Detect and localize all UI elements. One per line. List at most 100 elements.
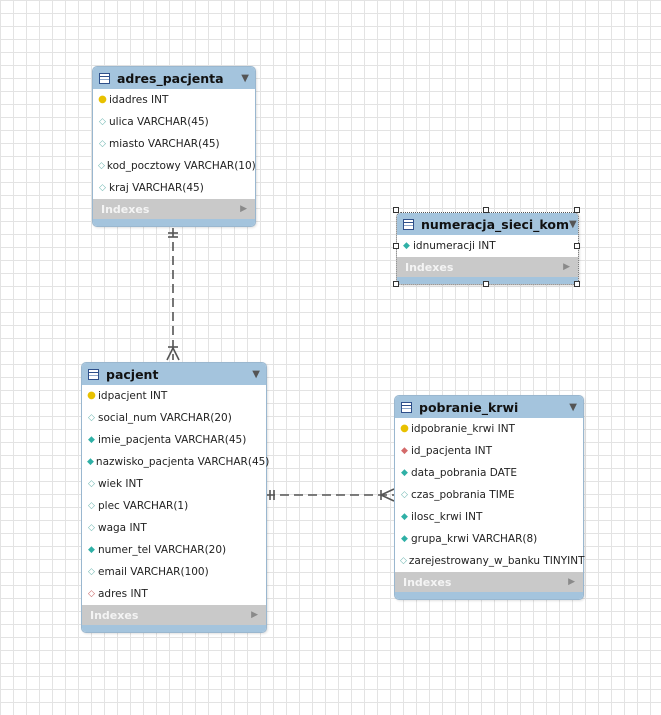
column-label: zarejestrowany_w_banku TINYINT [408,555,585,567]
column-row[interactable]: ●idadres INT [93,89,255,111]
foreign-key-icon: ◆ [401,445,408,456]
resize-handle-ne[interactable] [574,207,580,213]
column-row[interactable]: ●idpacjent INT [82,385,266,407]
column-label: nazwisko_pacjenta VARCHAR(45) [95,456,270,468]
column-label: idadres INT [109,94,169,106]
column-diamond-filled-icon: ◆ [88,434,95,445]
column-row[interactable]: ◆data_pobrania DATE [395,462,583,484]
table-icon [88,368,99,380]
column-row[interactable]: ◇wiek INT [82,473,266,495]
relationship-adres-pacjent[interactable] [166,228,180,361]
table-icon [403,218,414,230]
column-label: numer_tel VARCHAR(20) [98,544,227,556]
table-name: adres_pacjenta [117,70,224,86]
column-list: ◆idnumeracji INT [397,235,578,257]
column-row[interactable]: ●idpobranie_krwi INT [395,418,583,440]
column-row[interactable]: ◆numer_tel VARCHAR(20) [82,539,266,561]
column-row[interactable]: ◇czas_pobrania TIME [395,484,583,506]
column-label: ilosc_krwi INT [411,511,483,523]
expand-arrow-icon[interactable]: ▶ [568,577,575,587]
table-footer [395,592,583,599]
relationship-pacjent-pobranie[interactable] [266,488,395,502]
column-label: idnumeracji INT [413,240,496,252]
table-icon [99,72,110,84]
column-row[interactable]: ◇ulica VARCHAR(45) [93,111,255,133]
resize-handle-nw[interactable] [393,207,399,213]
indexes-section[interactable]: Indexes ▶ [93,199,255,219]
column-diamond-icon: ◇ [99,138,106,149]
column-label: idpacjent INT [98,390,168,402]
column-diamond-icon: ◇ [88,412,95,423]
column-diamond-icon: ◇ [88,478,95,489]
column-row[interactable]: ◆id_pacjenta INT [395,440,583,462]
column-row[interactable]: ◆grupa_krwi VARCHAR(8) [395,528,583,550]
expand-arrow-icon[interactable]: ▶ [563,262,570,272]
table-pobranie-krwi[interactable]: pobranie_krwi ▼ ●idpobranie_krwi INT◆id_… [394,395,585,600]
column-row[interactable]: ◆idnumeracji INT [397,235,578,257]
column-diamond-icon: ◇ [401,489,408,500]
column-row[interactable]: ◇kod_pocztowy VARCHAR(10) [93,155,256,177]
column-label: idpobranie_krwi INT [411,423,515,435]
resize-handle-e[interactable] [574,243,580,249]
column-row[interactable]: ◇miasto VARCHAR(45) [93,133,255,155]
column-row[interactable]: ◆imie_pacjenta VARCHAR(45) [82,429,266,451]
column-row[interactable]: ◇kraj VARCHAR(45) [93,177,255,199]
column-row[interactable]: ◆nazwisko_pacjenta VARCHAR(45) [82,451,270,473]
collapse-arrow-icon[interactable]: ▼ [569,401,577,413]
column-diamond-icon: ◇ [88,566,95,577]
resize-handle-w[interactable] [393,243,399,249]
foreign-key-hollow-icon: ◇ [88,588,95,599]
column-label: plec VARCHAR(1) [98,500,189,512]
column-diamond-icon: ◇ [400,555,407,566]
table-header[interactable]: adres_pacjenta ▼ [93,67,255,89]
column-row[interactable]: ◆ilosc_krwi INT [395,506,583,528]
table-adres-pacjenta[interactable]: adres_pacjenta ▼ ●idadres INT◇ulica VARC… [92,66,256,227]
resize-handle-s[interactable] [483,281,489,287]
column-label: email VARCHAR(100) [98,566,209,578]
table-header[interactable]: pacjent ▼ [82,363,266,385]
table-numeracja-sieci-kom[interactable]: numeracja_sieci_kom ▼ ◆idnumeracji INT I… [396,212,579,285]
column-label: miasto VARCHAR(45) [109,138,220,150]
column-diamond-filled-icon: ◆ [401,467,408,478]
indexes-section[interactable]: Indexes ▶ [82,605,266,625]
table-pacjent[interactable]: pacjent ▼ ●idpacjent INT◇social_num VARC… [81,362,270,633]
table-name: pobranie_krwi [419,399,519,415]
expand-arrow-icon[interactable]: ▶ [240,204,247,214]
column-label: grupa_krwi VARCHAR(8) [411,533,538,545]
column-label: waga INT [98,522,147,534]
column-row[interactable]: ◇plec VARCHAR(1) [82,495,266,517]
column-row[interactable]: ◇zarejestrowany_w_banku TINYINT [395,550,585,572]
table-header[interactable]: numeracja_sieci_kom ▼ [397,213,578,235]
column-label: id_pacjenta INT [411,445,492,457]
primary-key-icon: ● [400,423,409,434]
column-diamond-filled-icon: ◆ [88,544,95,555]
column-label: kod_pocztowy VARCHAR(10) [106,160,256,172]
collapse-arrow-icon[interactable]: ▼ [569,218,577,230]
indexes-section[interactable]: Indexes ▶ [397,257,578,277]
column-label: wiek INT [98,478,143,490]
expand-arrow-icon[interactable]: ▶ [251,610,258,620]
table-header[interactable]: pobranie_krwi ▼ [395,396,583,418]
column-label: social_num VARCHAR(20) [98,412,232,424]
column-row[interactable]: ◇waga INT [82,517,266,539]
collapse-arrow-icon[interactable]: ▼ [252,368,260,380]
table-icon [401,401,412,413]
resize-handle-sw[interactable] [393,281,399,287]
table-footer [93,219,255,226]
column-diamond-filled-icon: ◆ [87,456,94,467]
column-list: ●idpacjent INT◇social_num VARCHAR(20)◆im… [82,385,270,605]
column-diamond-icon: ◇ [88,522,95,533]
column-label: data_pobrania DATE [411,467,518,479]
column-row[interactable]: ◇email VARCHAR(100) [82,561,266,583]
column-row[interactable]: ◇adres INT [82,583,266,605]
indexes-label: Indexes [403,575,452,589]
primary-key-icon: ● [98,94,107,105]
collapse-arrow-icon[interactable]: ▼ [241,72,249,84]
resize-handle-n[interactable] [483,207,489,213]
indexes-section[interactable]: Indexes ▶ [395,572,583,592]
column-label: imie_pacjenta VARCHAR(45) [98,434,247,446]
resize-handle-se[interactable] [574,281,580,287]
column-row[interactable]: ◇social_num VARCHAR(20) [82,407,266,429]
